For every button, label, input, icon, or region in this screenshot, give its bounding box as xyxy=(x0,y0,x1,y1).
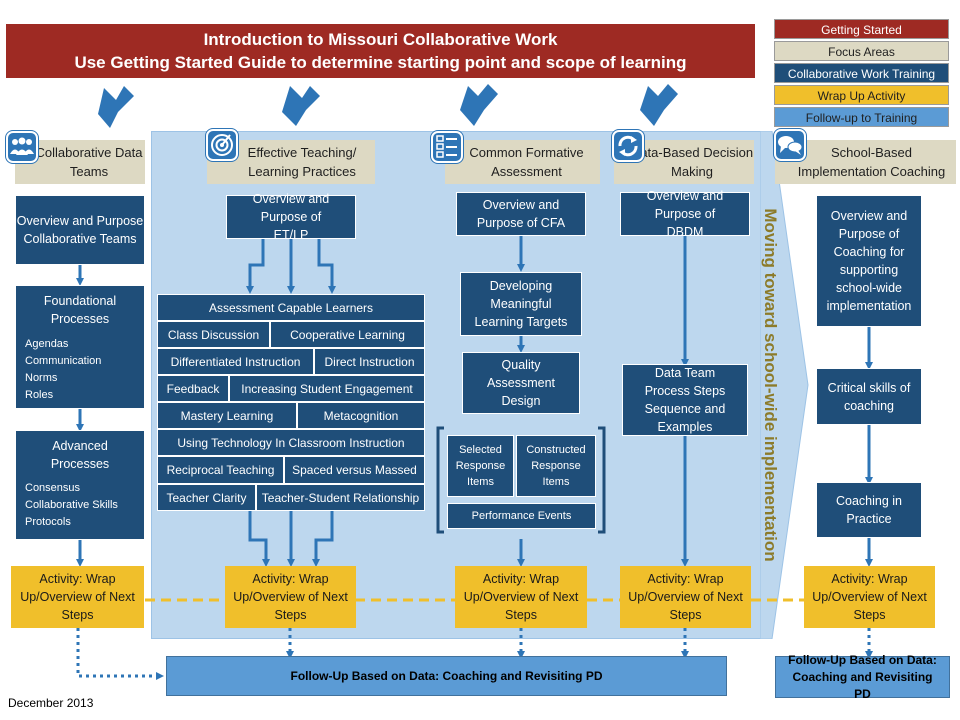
etlp-practice-relationship: Teacher-Student Relationship xyxy=(256,484,425,511)
etlp-practice-class-discussion: Class Discussion xyxy=(157,321,270,348)
etlp-practice-engagement: Increasing Student Engagement xyxy=(229,375,425,402)
sbic-overview: Overview and Purpose of Coaching for sup… xyxy=(816,195,922,327)
etlp-practice-technology: Using Technology In Classroom Instructio… xyxy=(157,429,425,456)
cycle-icon xyxy=(612,130,644,162)
cdt-advanced-item: Protocols xyxy=(25,516,71,528)
wrap-up-etlp: Activity: Wrap Up/Overview of Next Steps xyxy=(225,566,356,628)
cfa-selected-response: Selected Response Items xyxy=(447,435,514,497)
etlp-practice-feedback: Feedback xyxy=(157,375,229,402)
target-icon xyxy=(206,129,238,161)
etlp-overview: Overview and Purpose of ET/LP xyxy=(226,192,356,242)
speech-bubbles-icon xyxy=(774,129,806,161)
etlp-practice-assessment-capable: Assessment Capable Learners xyxy=(157,294,425,321)
cdt-advanced-box: Advanced Processes Consensus Collaborati… xyxy=(15,430,145,540)
cfa-assessment-design: Quality Assessment Design xyxy=(462,352,580,414)
band-label-container: Moving toward school-wide implementation xyxy=(761,208,780,561)
wrap-up-sbic: Activity: Wrap Up/Overview of Next Steps xyxy=(804,566,935,628)
title-banner: Introduction to Missouri Collaborative W… xyxy=(6,24,755,78)
date-label: December 2013 xyxy=(8,696,94,710)
legend-focus-areas: Focus Areas xyxy=(774,41,949,61)
cdt-foundational-item: Norms xyxy=(25,372,58,384)
cdt-foundational-item: Agendas xyxy=(25,338,69,350)
title-down-arrows xyxy=(98,84,678,128)
sbic-coaching-practice: Coaching in Practice xyxy=(816,482,922,538)
sbic-critical-skills: Critical skills of coaching xyxy=(816,368,922,425)
cdt-foundational-item: Roles xyxy=(25,389,54,401)
cfa-performance-events: Performance Events xyxy=(447,503,596,529)
cfa-overview: Overview and Purpose of CFA xyxy=(456,192,586,236)
cdt-foundational-box: Foundational Processes Agendas Communica… xyxy=(15,285,145,409)
legend-collaborative-work-training: Collaborative Work Training xyxy=(774,63,949,83)
heading-common-formative-assessment: Common Formative Assessment xyxy=(445,140,600,184)
legend-getting-started: Getting Started xyxy=(774,19,949,39)
cfa-constructed-response: Constructed Response Items xyxy=(516,435,596,497)
title-line-1: Introduction to Missouri Collaborative W… xyxy=(203,30,558,49)
checklist-icon xyxy=(431,131,463,163)
heading-collaborative-data-teams: Collaborative Data Teams xyxy=(15,140,145,184)
follow-up-main: Follow-Up Based on Data: Coaching and Re… xyxy=(166,656,727,696)
etlp-practice-direct: Direct Instruction xyxy=(314,348,425,375)
cdt-advanced-item: Collaborative Skills xyxy=(25,499,118,511)
dbdm-overview: Overview and Purpose of DBDM xyxy=(620,189,750,239)
etlp-practice-cooperative-learning: Cooperative Learning xyxy=(270,321,425,348)
etlp-practice-reciprocal: Reciprocal Teaching xyxy=(157,456,284,484)
etlp-practice-metacognition: Metacognition xyxy=(297,402,425,429)
dbdm-data-team-process: Data Team Process Steps Sequence and Exa… xyxy=(622,364,748,436)
band-arrow-chevron xyxy=(760,131,809,639)
follow-up-coaching: Follow-Up Based on Data: Coaching and Re… xyxy=(775,653,950,701)
etlp-practice-spaced: Spaced versus Massed xyxy=(284,456,425,484)
etlp-practice-mastery: Mastery Learning xyxy=(157,402,297,429)
etlp-practice-clarity: Teacher Clarity xyxy=(157,484,256,511)
cfa-learning-targets: Developing Meaningful Learning Targets xyxy=(460,272,582,336)
title-line-2: Use Getting Started Guide to determine s… xyxy=(74,53,687,72)
cdt-foundational-item: Communication xyxy=(25,355,102,367)
legend-wrap-up-activity: Wrap Up Activity xyxy=(774,85,949,105)
cdt-advanced-title: Advanced Processes xyxy=(50,439,110,471)
cdt-advanced-item: Consensus xyxy=(25,482,81,494)
cdt-foundational-title: Foundational Processes xyxy=(43,294,117,326)
wrap-up-dbdm: Activity: Wrap Up/Overview of Next Steps xyxy=(620,566,751,628)
cdt-overview: Overview and Purpose Collaborative Teams xyxy=(15,195,145,265)
people-icon xyxy=(6,131,38,163)
legend-follow-up: Follow-up to Training xyxy=(774,107,949,127)
band-label: Moving toward school-wide implementation xyxy=(761,208,780,561)
wrap-up-cdt: Activity: Wrap Up/Overview of Next Steps xyxy=(11,566,144,628)
etlp-practice-differentiated: Differentiated Instruction xyxy=(157,348,314,375)
wrap-up-cfa: Activity: Wrap Up/Overview of Next Steps xyxy=(455,566,587,628)
